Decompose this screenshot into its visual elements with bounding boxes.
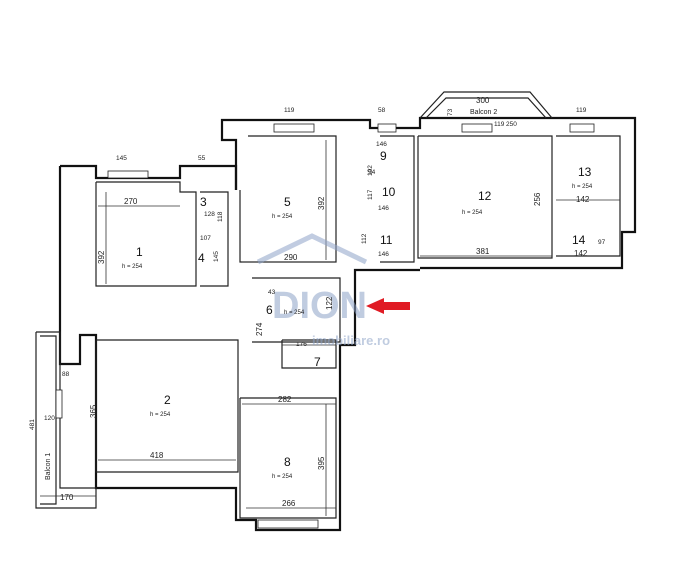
room-number: 8 [284, 455, 291, 469]
dimension-label: 381 [476, 247, 490, 256]
dimension-label: 170 [60, 493, 74, 502]
window-dimension-label: 119 [284, 107, 295, 114]
dimension-label: 176 [296, 341, 307, 348]
dimension-label: 481 [29, 419, 36, 430]
dimension-label: 94 [368, 169, 376, 176]
dimension-label: 270 [124, 197, 138, 206]
window-dimension-label: 55 [198, 155, 206, 162]
dimension-label: 266 [282, 499, 296, 508]
window-dimension-label: 145 [116, 155, 127, 162]
window-dimension-label: 88 [62, 371, 70, 378]
dimension-label: 142 [576, 195, 590, 204]
dimension-label: 73 [447, 108, 454, 116]
balcony-2-label: Balcon 2 [470, 109, 497, 116]
dimension-label: 365 [89, 404, 98, 418]
dimension-label: 43 [268, 289, 276, 296]
balcony-labels: Balcon 2 Balcon 1 [45, 109, 497, 480]
room-height: h = 254 [122, 264, 143, 270]
dimension-label: 112 [361, 233, 368, 244]
dimension-label: 418 [150, 451, 164, 460]
room-height: h = 254 [272, 214, 293, 220]
walls [35, 91, 637, 532]
window-dimension-label: 119 [576, 107, 587, 114]
room-height: h = 254 [150, 412, 171, 418]
windows [55, 123, 595, 529]
room-height: h = 254 [572, 184, 593, 190]
dimension-label: 282 [278, 395, 292, 404]
watermark: DION imobiliare.ro [256, 233, 390, 348]
dimension-label: 392 [317, 196, 326, 210]
dimension-label: 122 [325, 296, 334, 310]
dimension-label: 145 [213, 251, 220, 262]
dimension-label: 107 [200, 235, 211, 242]
room-labels: 1 h = 254 2 h = 254 3 4 5 h = 254 6 h = … [122, 149, 593, 480]
dimension-label: 300 [476, 96, 490, 105]
dimension-label: 392 [97, 250, 106, 264]
dimension-label: 256 [533, 192, 542, 206]
room-height: h = 254 [462, 210, 483, 216]
room-number: 1 [136, 245, 143, 259]
dimension-label: 274 [255, 322, 264, 336]
dimension-label: 117 [367, 189, 374, 200]
watermark-site: imobiliare.ro [312, 333, 390, 348]
room-height: h = 254 [284, 310, 305, 316]
window-dimension-label: 120 [44, 415, 55, 422]
room-number: 5 [284, 195, 291, 209]
room-number: 3 [200, 195, 207, 209]
dimension-label: 142 [574, 249, 588, 258]
room-number: 2 [164, 393, 171, 407]
room-number: 14 [572, 233, 586, 247]
balcony-1-label: Balcon 1 [45, 453, 52, 480]
dimension-label: 97 [598, 239, 606, 246]
watermark-brand: DION [272, 285, 367, 327]
dimension-label: 395 [317, 456, 326, 470]
dimension-label: 290 [284, 253, 298, 262]
room-number: 6 [266, 303, 273, 317]
dimension-label: 128 [204, 211, 215, 218]
room-number: 11 [380, 233, 393, 247]
dimension-label: 146 [376, 141, 387, 148]
window-dimension-label: 119 [494, 121, 505, 128]
room-number: 4 [198, 251, 205, 265]
room-number: 7 [314, 355, 321, 369]
window-dimension-label: 58 [378, 107, 386, 114]
dimension-label: 146 [378, 205, 389, 212]
window-dimension-label: 250 [506, 121, 517, 128]
dimension-labels: 270 392 290 392 122 300 381 256 142 142 … [29, 96, 606, 508]
room-number: 12 [478, 189, 492, 203]
entrance-arrow-icon [366, 298, 410, 314]
room-number: 13 [578, 165, 592, 179]
room-height: h = 254 [272, 474, 293, 480]
room-number: 9 [380, 149, 387, 163]
dimension-label: 146 [378, 251, 389, 258]
dimension-label: 118 [217, 211, 224, 222]
room-number: 10 [382, 185, 396, 199]
dimension-label: 102 [367, 165, 374, 176]
